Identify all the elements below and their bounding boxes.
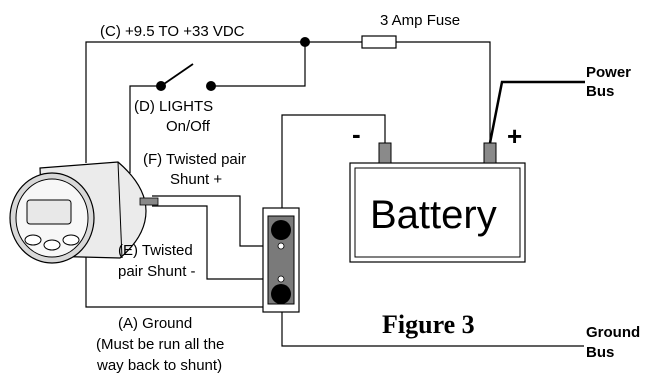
supply-label: (C) +9.5 TO +33 VDC [100,23,245,40]
lights-label-2: On/Off [166,118,211,135]
twisted-plus-label: (F) Twisted pair [143,151,246,168]
shunt-plus-wire [152,195,278,247]
positive-terminal [483,142,497,164]
battery-negative-wire [281,114,386,215]
gauge-meter-icon [9,161,159,264]
power-bus-wire [488,80,585,144]
wires [85,41,584,347]
plus-sign: + [507,121,522,151]
ground-bus-label: Ground [586,324,640,341]
ground-bus-label-2: Bus [586,344,614,361]
figure-label: Figure 3 [382,310,475,339]
twisted-minus-label: (E) Twisted [118,242,193,259]
power-bus-label-2: Bus [586,83,614,100]
ground-label-3: way back to shunt) [96,357,222,374]
fuse-label: 3 Amp Fuse [380,12,460,29]
ground-label: (A) Ground [118,315,192,332]
lights-return-wire [211,42,306,87]
negative-terminal [378,142,392,164]
fuse-icon [361,35,397,49]
switch-icon [156,63,216,91]
minus-sign: - [352,119,361,149]
ground-bus-wire [281,304,584,347]
lights-wire [129,85,161,173]
shunt-icon [262,207,300,313]
shunt-minus-wire [152,205,278,280]
battery-label: Battery [370,193,497,237]
supply-wire [85,41,305,163]
junction-dot [300,37,310,47]
twisted-plus-label-2: Shunt + [170,171,222,188]
ground-label-2: (Must be run all the [96,336,224,353]
fuse-out-wire [396,41,491,143]
power-bus-label: Power [586,64,631,81]
battery-icon [349,142,526,263]
lights-label: (D) LIGHTS [134,98,213,115]
twisted-minus-label-2: pair Shunt - [118,263,196,280]
